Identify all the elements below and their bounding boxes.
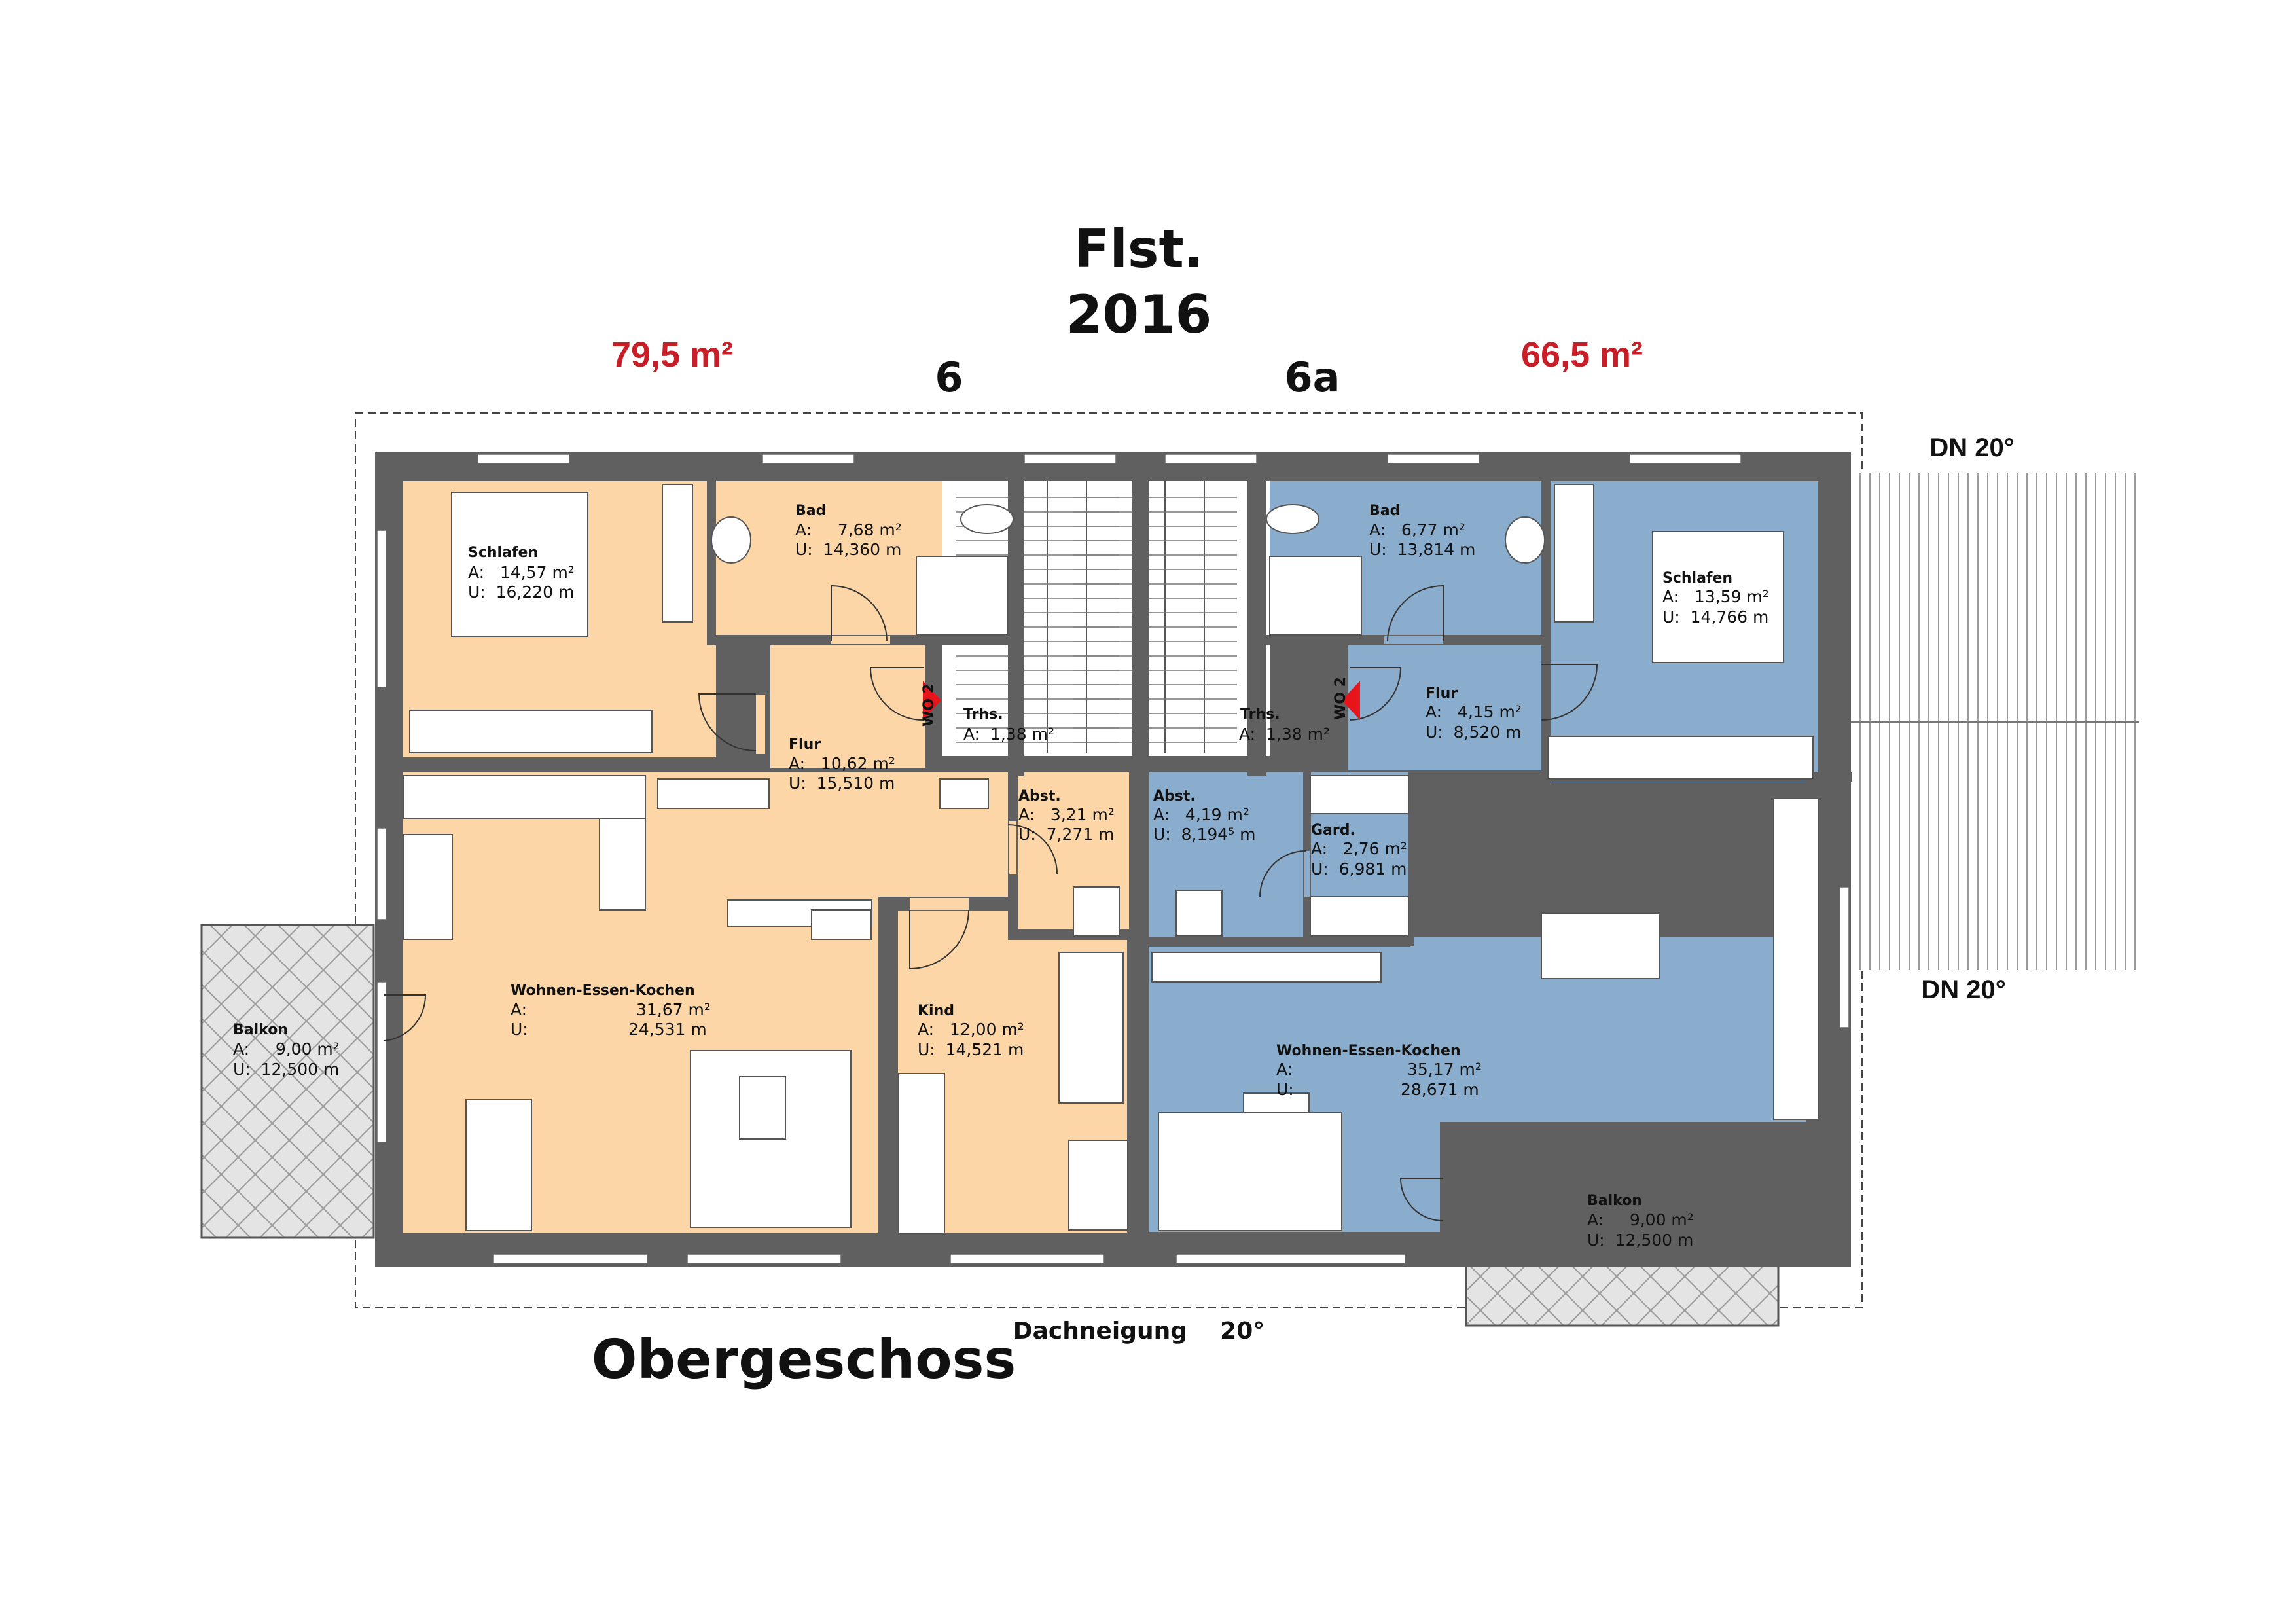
svg-text:Abst.: Abst. bbox=[1153, 788, 1196, 804]
unit-number-6: 6 bbox=[935, 353, 963, 401]
room-label-bad6: Bad A: 7,68 m² U: 14,360 m bbox=[795, 503, 902, 559]
svg-text:Trhs.: Trhs. bbox=[1240, 706, 1280, 723]
svg-text:A:: A: bbox=[1276, 1060, 1293, 1079]
door-swings bbox=[384, 585, 1598, 1221]
svg-text:24,531 m: 24,531 m bbox=[628, 1020, 707, 1039]
svg-text:A: 14,57 m²: A: 14,57 m² bbox=[468, 563, 575, 582]
room-label-balkon6: Balkon A: 9,00 m² U: 12,500 m bbox=[233, 1022, 340, 1079]
furniture bbox=[403, 484, 1819, 1235]
room-label-flur6: Flur A: 10,62 m² U: 15,510 m bbox=[789, 736, 895, 793]
floor-name: Obergeschoss bbox=[592, 1329, 1016, 1391]
svg-text:Wohnen-Essen-Kochen: Wohnen-Essen-Kochen bbox=[1276, 1043, 1461, 1059]
svg-text:U: 7,271 m: U: 7,271 m bbox=[1018, 825, 1114, 844]
room-label-balkon6a: Balkon A: 9,00 m² U: 12,500 m bbox=[1587, 1193, 1694, 1250]
door-openings bbox=[756, 636, 1541, 910]
svg-text:U: 12,500 m: U: 12,500 m bbox=[1587, 1231, 1693, 1250]
svg-text:Balkon: Balkon bbox=[1587, 1193, 1642, 1209]
svg-text:A: 1,38 m²: A: 1,38 m² bbox=[963, 725, 1054, 744]
room-label-wek6: Wohnen-Essen-Kochen A: 31,67 m² U: 24,53… bbox=[511, 983, 711, 1039]
room-label-trhs6a: Trhs. A: 1,38 m² bbox=[1239, 706, 1330, 744]
svg-text:U: 12,500 m: U: 12,500 m bbox=[233, 1060, 339, 1079]
svg-text:A: 2,76 m²: A: 2,76 m² bbox=[1311, 839, 1407, 858]
svg-text:Bad: Bad bbox=[1369, 503, 1400, 519]
entrance-tag-unit6a: WO 2 bbox=[1333, 677, 1349, 720]
entrance-arrows bbox=[923, 681, 1360, 720]
plot-title-line1: Flst. bbox=[1074, 219, 1204, 280]
windows bbox=[376, 454, 1850, 1264]
svg-text:U: 6,981 m: U: 6,981 m bbox=[1311, 859, 1407, 878]
svg-text:A: 4,15 m²: A: 4,15 m² bbox=[1426, 702, 1522, 721]
svg-text:Wohnen-Essen-Kochen: Wohnen-Essen-Kochen bbox=[511, 983, 695, 999]
room-label-wek6a: Wohnen-Essen-Kochen A: 35,17 m² U: 28,67… bbox=[1276, 1043, 1482, 1099]
svg-text:U:: U: bbox=[511, 1020, 528, 1039]
svg-text:A: 9,00 m²: A: 9,00 m² bbox=[233, 1039, 340, 1058]
svg-text:A: 3,21 m²: A: 3,21 m² bbox=[1018, 805, 1115, 824]
svg-text:A:: A: bbox=[511, 1000, 527, 1019]
svg-text:Flur: Flur bbox=[1426, 685, 1458, 702]
room-label-bad6a: Bad A: 6,77 m² U: 13,814 m bbox=[1369, 503, 1475, 559]
room-label-schlafen6a: Schlafen A: 13,59 m² U: 14,766 m bbox=[1662, 570, 1769, 626]
svg-text:U: 8,194⁵ m: U: 8,194⁵ m bbox=[1153, 825, 1256, 844]
svg-text:A: 12,00 m²: A: 12,00 m² bbox=[918, 1020, 1024, 1039]
room-label-flur6a: Flur A: 4,15 m² U: 8,520 m bbox=[1426, 685, 1522, 742]
svg-text:Abst.: Abst. bbox=[1018, 788, 1061, 804]
svg-text:U: 13,814 m: U: 13,814 m bbox=[1369, 540, 1475, 559]
svg-text:Balkon: Balkon bbox=[233, 1022, 288, 1038]
svg-text:Schlafen: Schlafen bbox=[1662, 570, 1732, 586]
svg-text:Flur: Flur bbox=[789, 736, 821, 753]
roof-pitch-label-bottom: DN 20° bbox=[1921, 975, 2005, 1004]
svg-text:A: 1,38 m²: A: 1,38 m² bbox=[1239, 725, 1330, 744]
svg-text:U: 16,220 m: U: 16,220 m bbox=[468, 583, 574, 602]
plot-title-line2: 2016 bbox=[1066, 284, 1212, 345]
entrance-tag-unit6: WO 2 bbox=[921, 683, 937, 727]
room-label-gard6a: Gard. A: 2,76 m² U: 6,981 m bbox=[1311, 822, 1407, 878]
room-label-schlafen6: Schlafen A: 14,57 m² U: 16,220 m bbox=[468, 545, 575, 602]
svg-text:U: 14,360 m: U: 14,360 m bbox=[795, 540, 901, 559]
svg-text:U: 14,521 m: U: 14,521 m bbox=[918, 1040, 1024, 1059]
unit-area-6a: 66,5 m² bbox=[1521, 335, 1643, 374]
svg-text:A: 9,00 m²: A: 9,00 m² bbox=[1587, 1210, 1694, 1229]
svg-text:A: 6,77 m²: A: 6,77 m² bbox=[1369, 520, 1465, 539]
svg-text:U: 14,766 m: U: 14,766 m bbox=[1662, 607, 1768, 626]
svg-text:U: 15,510 m: U: 15,510 m bbox=[789, 774, 895, 793]
svg-text:Gard.: Gard. bbox=[1311, 822, 1355, 839]
svg-text:Trhs.: Trhs. bbox=[963, 706, 1003, 723]
unit-number-6a: 6a bbox=[1285, 353, 1340, 401]
svg-text:U:: U: bbox=[1276, 1080, 1294, 1099]
roof-pitch-note: Dachneigung 20° bbox=[1013, 1318, 1265, 1344]
balcony-unit6 bbox=[200, 924, 375, 1239]
svg-text:31,67 m²: 31,67 m² bbox=[636, 1000, 711, 1019]
svg-text:A: 7,68 m²: A: 7,68 m² bbox=[795, 520, 902, 539]
svg-text:A: 10,62 m²: A: 10,62 m² bbox=[789, 754, 895, 773]
roof-pitch-label-top: DN 20° bbox=[1929, 433, 2014, 462]
room-label-abst6: Abst. A: 3,21 m² U: 7,271 m bbox=[1018, 788, 1115, 844]
room-label-trhs6: Trhs. A: 1,38 m² bbox=[963, 706, 1054, 744]
svg-text:35,17 m²: 35,17 m² bbox=[1407, 1060, 1482, 1079]
room-label-abst6a: Abst. A: 4,19 m² U: 8,194⁵ m bbox=[1153, 788, 1256, 844]
svg-text:Kind: Kind bbox=[918, 1003, 954, 1019]
svg-text:A: 4,19 m²: A: 4,19 m² bbox=[1153, 805, 1249, 824]
svg-text:28,671 m: 28,671 m bbox=[1401, 1080, 1479, 1099]
svg-text:U: 8,520 m: U: 8,520 m bbox=[1426, 723, 1521, 742]
unit-area-6: 79,5 m² bbox=[611, 335, 733, 374]
room-label-kind6: Kind A: 12,00 m² U: 14,521 m bbox=[918, 1003, 1024, 1059]
svg-text:Bad: Bad bbox=[795, 503, 826, 519]
svg-text:Schlafen: Schlafen bbox=[468, 545, 538, 561]
svg-text:A: 13,59 m²: A: 13,59 m² bbox=[1662, 587, 1769, 606]
